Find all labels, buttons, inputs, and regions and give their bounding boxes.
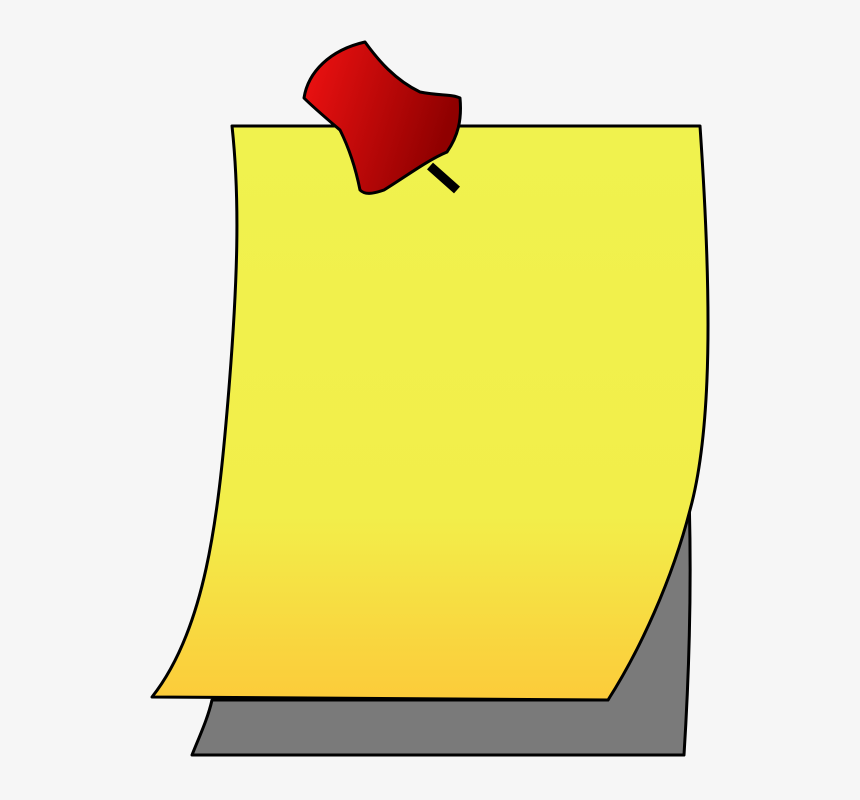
sticky-note-sheet xyxy=(150,124,710,702)
pin-needle xyxy=(427,162,460,194)
pin-head xyxy=(302,40,462,195)
pushpin-icon xyxy=(302,40,462,195)
